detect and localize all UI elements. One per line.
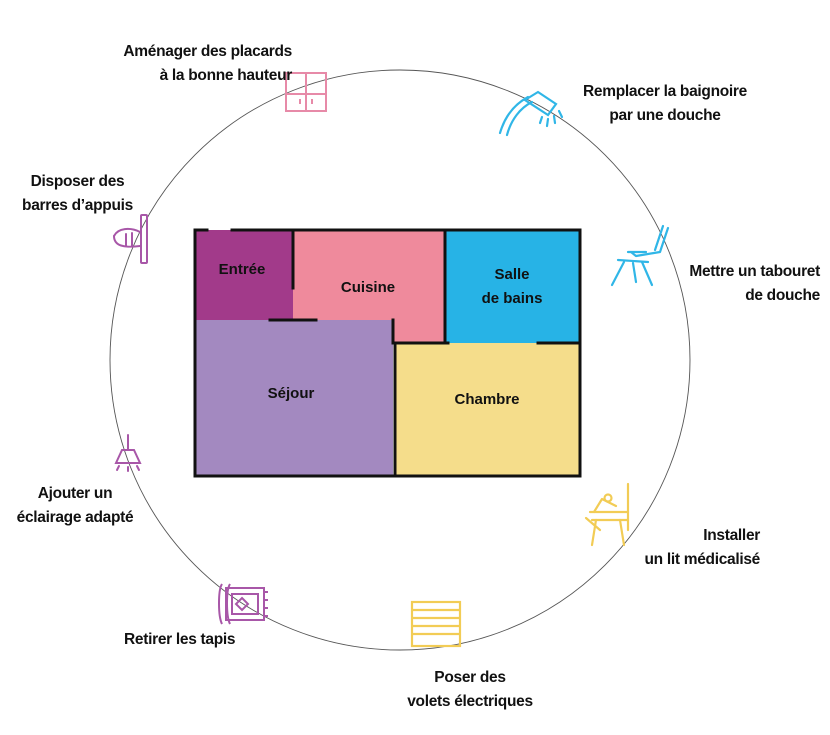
label-tabouret: Mettre un tabouret de douche bbox=[689, 260, 820, 308]
label-tabouret-line1: Mettre un tabouret bbox=[689, 263, 820, 280]
room-label-salle-line2: de bains bbox=[482, 290, 543, 307]
connection-circle bbox=[109, 69, 691, 651]
label-volets: Poser des volets électriques bbox=[370, 666, 570, 714]
rug-icon bbox=[218, 583, 268, 625]
label-baignoire: Remplacer la baignoire par une douche bbox=[565, 80, 765, 128]
grab-bar-icon bbox=[113, 214, 148, 264]
room-label-salle-line1: Salle bbox=[494, 266, 529, 283]
wall-cuisine-bottom bbox=[391, 318, 450, 345]
ceiling-lamp-icon bbox=[114, 434, 142, 472]
cupboard-icon bbox=[285, 72, 327, 112]
label-eclairage: Ajouter un éclairage adapté bbox=[0, 482, 150, 530]
room-entree bbox=[195, 230, 293, 320]
room-label-cuisine: Cuisine bbox=[341, 279, 395, 296]
label-tapis-line1: Retirer les tapis bbox=[124, 631, 236, 648]
room-label-entree: Entrée bbox=[219, 261, 266, 278]
medical-bed-icon bbox=[584, 482, 630, 547]
label-tabouret-line2: de douche bbox=[745, 287, 820, 304]
room-cuisine-lower bbox=[393, 318, 445, 343]
label-barres-line2: barres d’appuis bbox=[22, 197, 133, 214]
shower-chair-icon bbox=[610, 224, 670, 287]
label-placards-line1: Aménager des placards bbox=[123, 43, 292, 60]
room-label-chambre: Chambre bbox=[454, 391, 519, 408]
label-tapis: Retirer les tapis bbox=[124, 628, 236, 652]
room-label-sejour: Séjour bbox=[268, 385, 315, 402]
shower-head-icon bbox=[498, 90, 564, 137]
room-chambre bbox=[395, 343, 579, 475]
label-placards: Aménager des placards à la bonne hauteur bbox=[123, 40, 292, 88]
label-placards-line2: à la bonne hauteur bbox=[159, 67, 293, 84]
label-lit-line2: un lit médicalisé bbox=[644, 551, 761, 568]
label-eclairage-line1: Ajouter un bbox=[37, 485, 113, 502]
room-salle-de-bains bbox=[445, 230, 579, 343]
label-volets-line1: Poser des bbox=[434, 669, 506, 686]
room-cuisine bbox=[293, 230, 445, 320]
label-volets-line2: volets électriques bbox=[407, 693, 533, 710]
label-barres: Disposer des barres d’appuis bbox=[10, 170, 145, 218]
label-baignoire-line2: par une douche bbox=[609, 107, 721, 124]
room-sejour bbox=[195, 320, 393, 475]
label-barres-line1: Disposer des bbox=[30, 173, 125, 190]
label-lit-line1: Installer bbox=[703, 527, 760, 544]
label-lit: Installer un lit médicalisé bbox=[645, 524, 761, 572]
label-eclairage-line2: éclairage adapté bbox=[16, 509, 134, 526]
label-baignoire-line1: Remplacer la baignoire bbox=[583, 83, 747, 100]
floor-plan: Entrée Cuisine Salle de bains Séjour Cha… bbox=[193, 228, 582, 478]
electric-shutter-icon bbox=[410, 600, 462, 648]
